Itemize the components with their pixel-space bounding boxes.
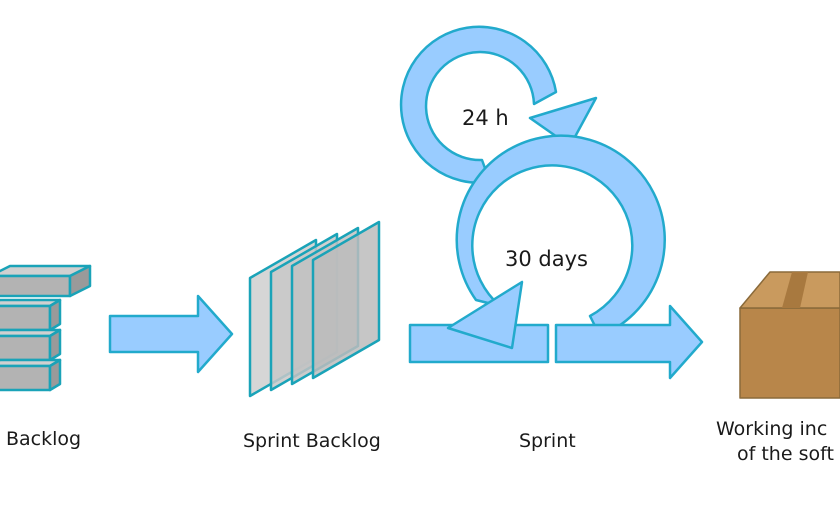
sprint-cycle-arrowhead bbox=[446, 280, 524, 350]
product-backlog-stack-icon bbox=[0, 264, 92, 392]
sprint-cycle-label: 30 days bbox=[505, 247, 588, 271]
flow-arrow-exit bbox=[554, 304, 704, 380]
sprint-label: Sprint bbox=[519, 430, 576, 452]
daily-cycle-arrowhead bbox=[528, 96, 598, 148]
product-backlog-label: Backlog bbox=[6, 428, 82, 450]
sprint-backlog-label: Sprint Backlog bbox=[243, 430, 381, 452]
flow-arrow-1 bbox=[108, 294, 234, 374]
daily-cycle-label: 24 h bbox=[462, 106, 509, 130]
sprint-backlog-sheets-icon bbox=[248, 220, 381, 398]
working-increment-label-line1: Working inc bbox=[716, 418, 828, 440]
cardboard-box-icon bbox=[739, 271, 840, 399]
working-increment-label-line2: of the soft bbox=[737, 443, 834, 465]
